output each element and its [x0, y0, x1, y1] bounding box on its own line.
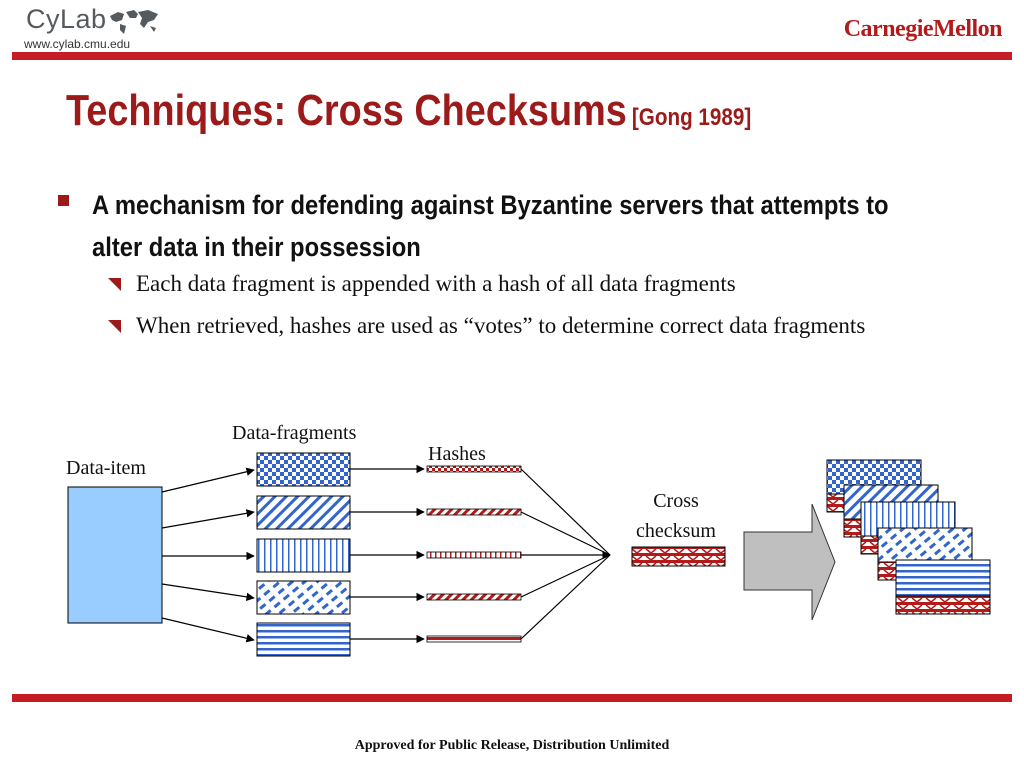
fragment-2 [256, 495, 351, 530]
data-fragments [256, 452, 351, 657]
fragment-4 [256, 580, 351, 615]
header-divider [12, 52, 1012, 60]
split-arrows [161, 467, 255, 643]
main-bullet-text: A mechanism for defending against Byzant… [92, 190, 889, 262]
sub-bullet-text: When retrieved, hashes are used as “vote… [136, 313, 866, 338]
fragment-1 [256, 452, 351, 487]
sub-bullet-1: Each data fragment is appended with a ha… [108, 268, 938, 300]
stack-fragment-5 [895, 559, 991, 597]
cross-checksum-diagram: Data-item Data-fragments Hashes Cross ch… [66, 422, 991, 657]
fragment-3 [256, 538, 351, 573]
hashes [426, 465, 522, 643]
sub-bullet-text: Each data fragment is appended with a ha… [136, 271, 736, 296]
hash-5 [426, 635, 522, 643]
cylab-url: www.cylab.cmu.edu [24, 37, 131, 51]
stack-checksum-5 [895, 595, 991, 615]
slide-title: Techniques: Cross Checksums[Gong 1989] [66, 86, 751, 136]
carnegie-mellon-logo: CarnegieMellon [843, 16, 1003, 42]
cylab-logo: CyLab [26, 4, 107, 34]
main-bullet: A mechanism for defending against Byzant… [58, 184, 938, 268]
data-fragments-label: Data-fragments [232, 422, 357, 444]
data-item-label: Data-item [66, 457, 146, 479]
square-bullet-icon [58, 195, 69, 206]
stacked-fragments [826, 459, 991, 615]
hash-3 [426, 551, 522, 559]
footer-text: Approved for Public Release, Distributio… [354, 738, 670, 753]
hash-1 [426, 465, 522, 473]
checksum-label: checksum [636, 520, 716, 542]
title-citation: [Gong 1989] [631, 104, 752, 131]
cross-checksum-box [631, 546, 726, 567]
hashes-label: Hashes [428, 443, 486, 465]
data-item-box [67, 486, 163, 624]
cross-label: Cross [653, 490, 699, 512]
hash-2 [426, 508, 522, 516]
triangle-bullet-icon [108, 320, 121, 333]
converge-lines [520, 468, 611, 640]
fragment-5 [256, 622, 351, 657]
footer-divider [12, 694, 1012, 702]
big-arrow-icon [743, 503, 836, 621]
world-map-icon [110, 10, 158, 34]
hash-arrows [350, 464, 425, 644]
sub-bullet-2: When retrieved, hashes are used as “vote… [108, 310, 938, 342]
hash-4 [426, 593, 522, 601]
title-text: Techniques: Cross Checksums [66, 86, 627, 135]
triangle-bullet-icon [108, 278, 121, 291]
stack-fragment-4 [877, 527, 973, 563]
